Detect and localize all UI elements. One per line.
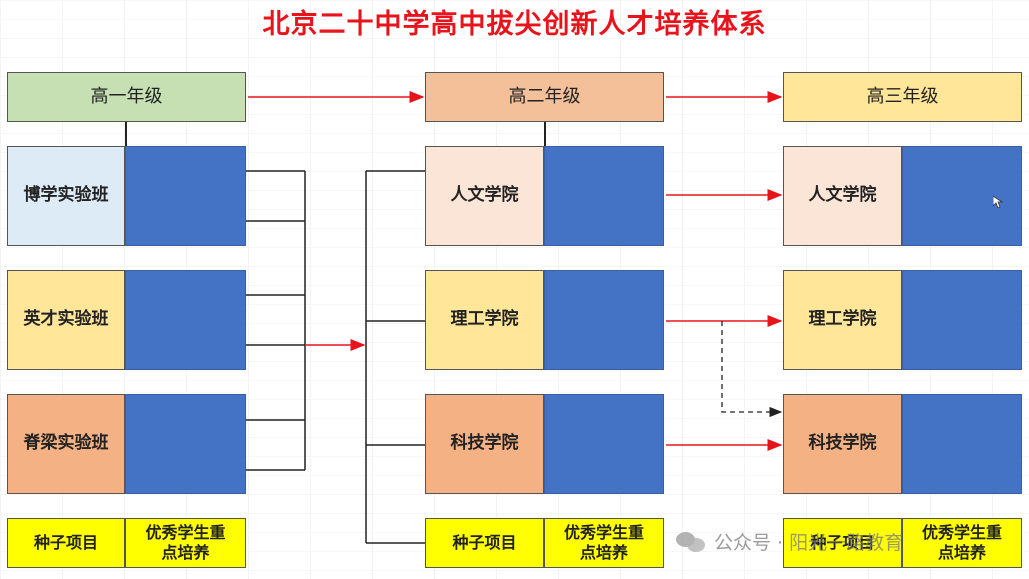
g3-excellent-students: 优秀学生重点培养 [902,518,1022,568]
g3-college-tech: 科技学院 [783,394,902,494]
g1-seed-project: 种子项目 [7,518,125,568]
connector-g1 [125,122,127,146]
g3-college-tech-panel [902,394,1022,494]
g3-college-humanities-panel [902,146,1022,246]
connector-g2 [544,122,546,146]
g2-college-science-panel [544,270,664,370]
class-boxue-panel [125,146,246,246]
g2-college-tech: 科技学院 [425,394,544,494]
class-yingcai-panel [125,270,246,370]
g3-college-science-panel [902,270,1022,370]
watermark-text: 公众号 · 阳光一路教育 [714,531,904,554]
watermark: 公众号 · 阳光一路教育 [676,525,903,557]
g3-college-humanities: 人文学院 [783,146,902,246]
g2-seed-project: 种子项目 [425,518,544,568]
grade1-bracket [246,170,306,471]
g1-excellent-students: 优秀学生重点培养 [125,518,246,568]
class-jiliang-panel [125,394,246,494]
g3-college-science: 理工学院 [783,270,902,370]
grade-3-header: 高三年级 [783,72,1022,122]
page-title: 北京二十中学高中拔尖创新人才培养体系 [262,9,767,40]
class-yingcai: 英才实验班 [7,270,125,370]
grade2-bracket [365,170,425,544]
g2-college-science: 理工学院 [425,270,544,370]
grade-2-header: 高二年级 [425,72,664,122]
g3-seed-project: 种子项目 [783,518,902,568]
mouse-cursor-icon [993,196,1003,208]
g2-college-humanities-panel [544,146,664,246]
class-boxue: 博学实验班 [7,146,125,246]
g2-college-tech-panel [544,394,664,494]
dashed-arrow-science-to-tech [721,321,783,418]
class-jiliang: 脊梁实验班 [7,394,125,494]
wechat-icon [676,530,706,552]
g2-college-humanities: 人文学院 [425,146,544,246]
grade-1-header: 高一年级 [7,72,246,122]
g2-excellent-students: 优秀学生重点培养 [544,518,664,568]
